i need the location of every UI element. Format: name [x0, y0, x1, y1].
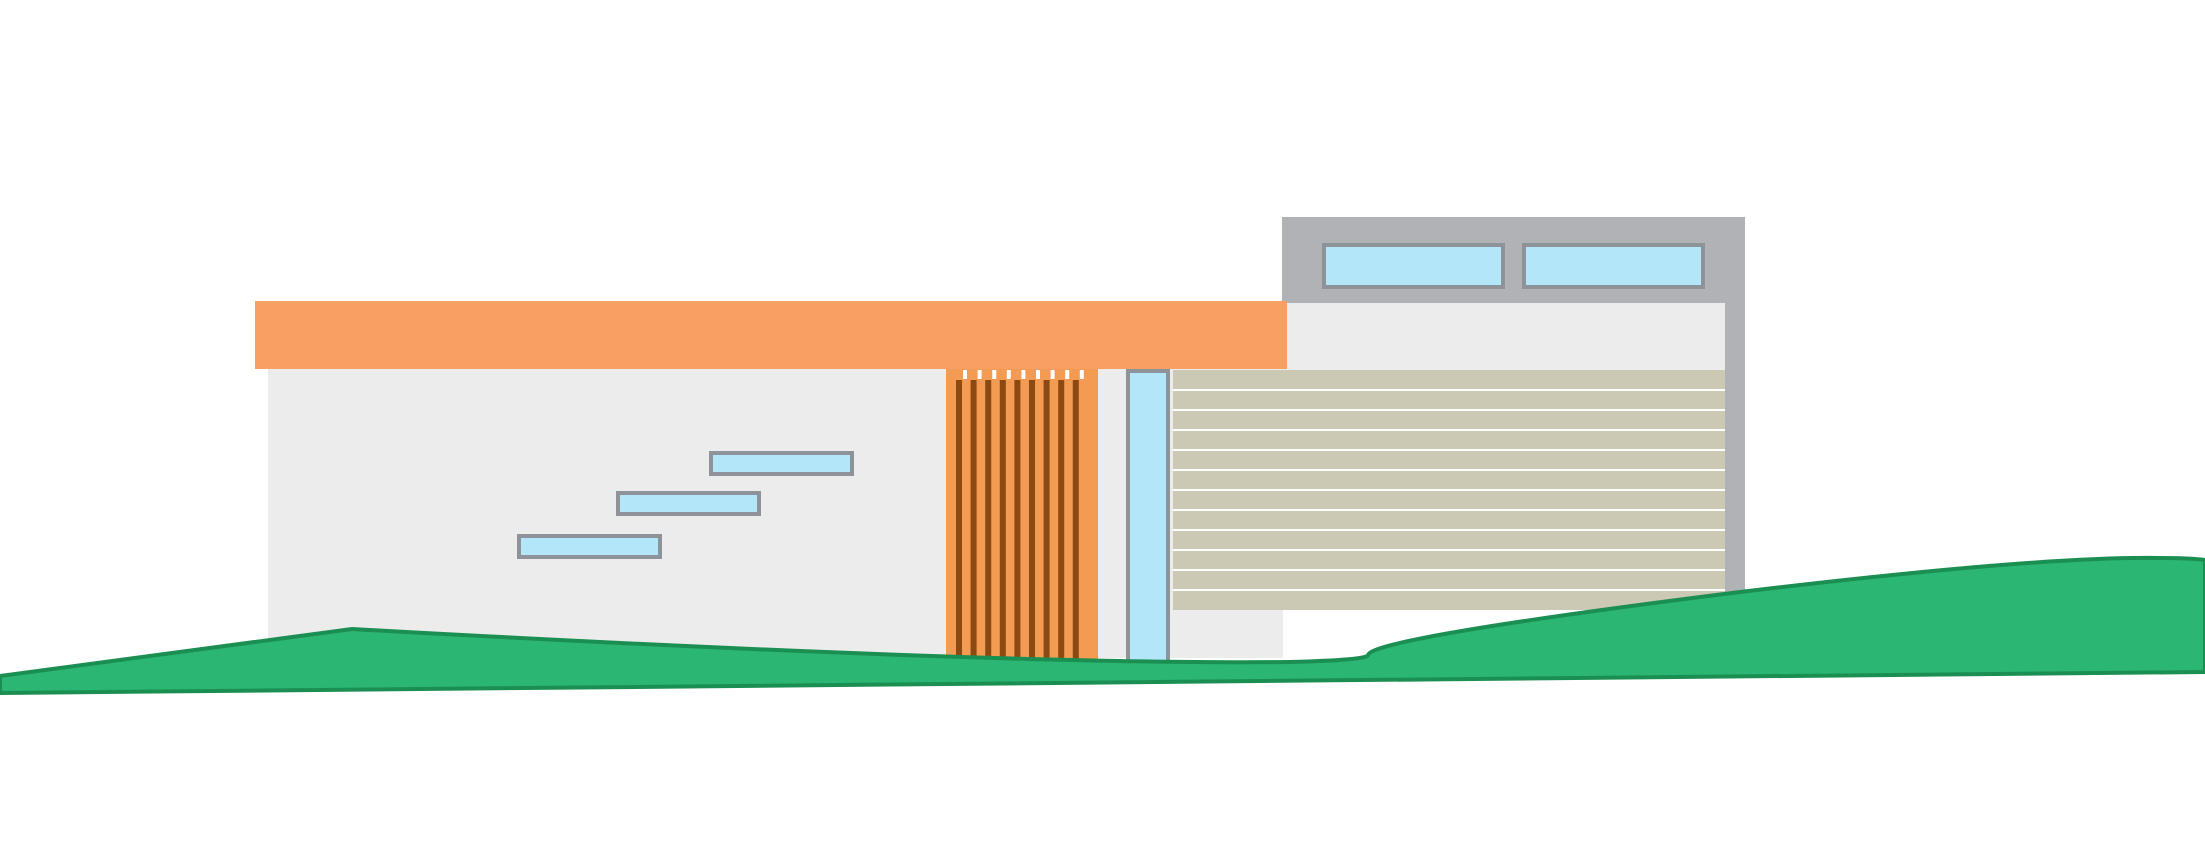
entry-slat-gap: [963, 370, 967, 379]
entry-slat-gap: [1021, 370, 1026, 379]
entry-slat: [1072, 380, 1079, 660]
entry-slat-gap: [1036, 370, 1040, 379]
entry-slat: [1029, 380, 1035, 660]
main-wall: [268, 368, 1283, 658]
clerestory-window-right: [1522, 243, 1705, 289]
entry-slat: [956, 380, 962, 660]
stepped-window-middle: [616, 491, 761, 516]
entry-slat: [1014, 380, 1021, 660]
entry-slat: [985, 380, 992, 660]
entry-slat-gap: [1065, 370, 1070, 379]
entry-slats: [956, 370, 1084, 660]
entry-slat: [1043, 380, 1050, 660]
entry-slat: [1058, 380, 1065, 660]
entry-slat: [999, 380, 1006, 660]
slatted-entry-screen: [946, 368, 1098, 660]
entry-slat-gap: [1006, 370, 1011, 379]
entry-slat-gap: [1079, 370, 1084, 379]
stepped-window-top: [709, 451, 854, 476]
entry-slat: [970, 380, 977, 660]
entry-slat-gap: [1050, 370, 1055, 379]
cladding-board-lines: [1173, 389, 1725, 591]
stepped-window-bottom: [517, 534, 662, 559]
ground-hill: [0, 555, 2205, 696]
roof-slab: [255, 301, 1287, 369]
tall-window: [1126, 369, 1170, 665]
entry-slat-gap: [992, 370, 997, 379]
entry-slat-gap: [977, 370, 982, 379]
cladding-panel: [1173, 370, 1725, 610]
clerestory-window-left: [1322, 243, 1505, 289]
